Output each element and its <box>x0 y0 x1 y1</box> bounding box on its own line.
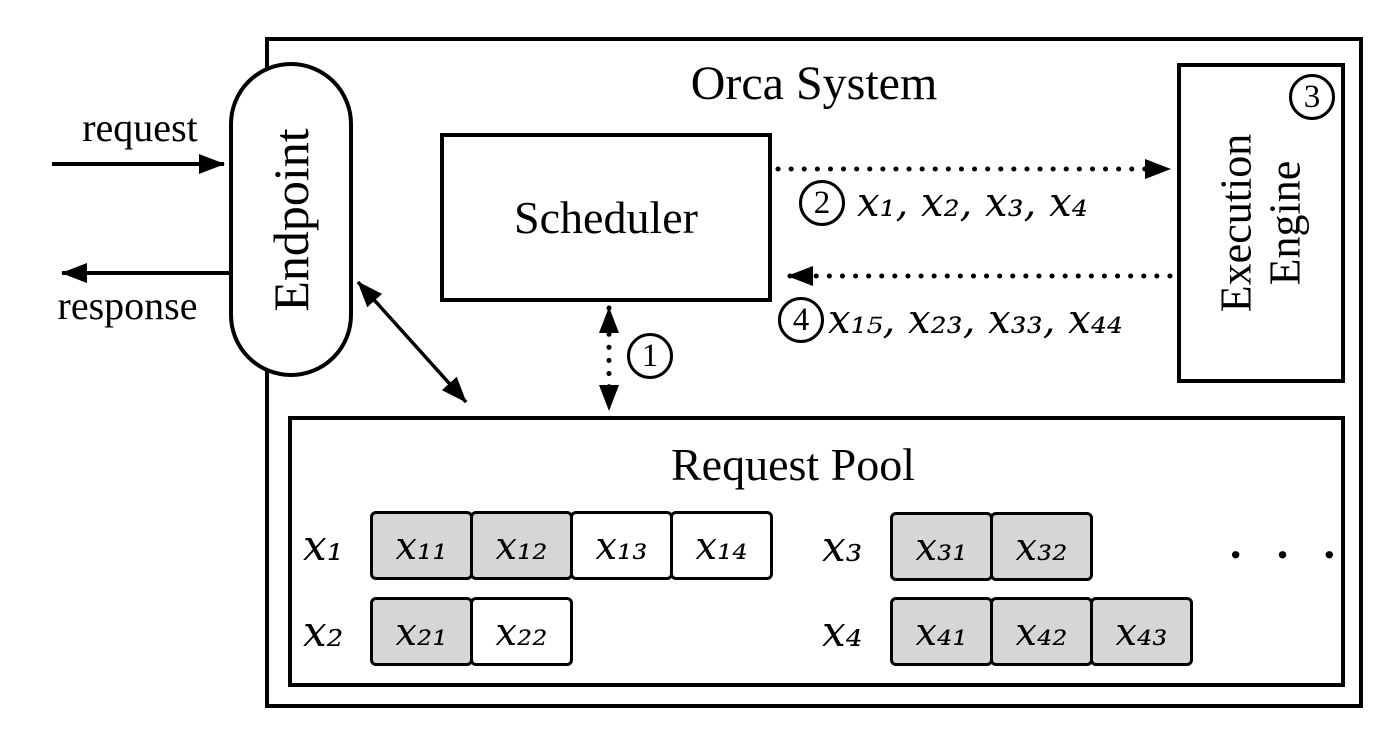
step-4-badge: 4 <box>778 297 824 343</box>
execution-engine-line2: Engine <box>1261 160 1310 286</box>
token-cell-x31: x₃₁ <box>890 512 993 581</box>
token-cell-x32: x₃₂ <box>990 512 1093 581</box>
row-label-x2: x₂ <box>303 607 344 656</box>
endpoint-label: Endpoint <box>263 127 319 312</box>
flow-step4-label: 4 x₁₅, x₂₃, x₃₃, x₄₄ <box>778 297 1123 343</box>
step-2-badge: 2 <box>799 180 845 226</box>
scheduler-node: Scheduler <box>440 133 772 302</box>
token-cell-x22: x₂₂ <box>470 597 573 666</box>
token-cell-x14: x₁₄ <box>670 511 773 580</box>
pool-row-x3: x₃ x₃₁ x₃₂ <box>822 512 1093 581</box>
step-4-number: 4 <box>792 301 810 338</box>
step-1-number: 1 <box>641 337 659 374</box>
step-3-badge: 3 <box>1289 74 1335 120</box>
step-3-number: 3 <box>1303 78 1321 115</box>
execution-engine-line1: Execution <box>1211 133 1261 313</box>
request-label: request <box>82 105 198 150</box>
diagram-title: Orca System <box>690 57 938 110</box>
pool-row-x2: x₂ x₂₁ x₂₂ <box>303 597 573 666</box>
pool-ellipsis: · · · <box>1228 529 1348 580</box>
step-2-number: 2 <box>813 184 831 221</box>
pool-row-x4: x₄ x₄₁ x₄₂ x₄₃ <box>822 597 1193 666</box>
request-pool-title: Request Pool <box>670 439 916 490</box>
token-cell-x11: x₁₁ <box>370 511 473 580</box>
response-label: response <box>57 283 198 328</box>
token-cell-x12: x₁₂ <box>470 511 573 580</box>
token-cell-x41: x₄₁ <box>890 597 993 666</box>
token-cell-x13: x₁₃ <box>570 511 673 580</box>
flow-step2-label: 2 x₁, x₂, x₃, x₄ <box>799 180 1088 226</box>
execution-engine-label: Execution Engine <box>1212 134 1311 312</box>
row-label-x3: x₃ <box>822 522 863 571</box>
endpoint-node: Endpoint <box>229 62 353 377</box>
token-cell-x21: x₂₁ <box>370 597 473 666</box>
token-cell-x43: x₄₃ <box>1090 597 1193 666</box>
row-label-x4: x₄ <box>822 607 863 656</box>
token-cell-x42: x₄₂ <box>990 597 1093 666</box>
step-1-badge: 1 <box>627 333 673 379</box>
scheduler-label: Scheduler <box>514 192 698 243</box>
row-label-x1: x₁ <box>303 521 344 570</box>
step-4-tokens: x₁₅, x₂₃, x₃₃, x₄₄ <box>828 297 1123 343</box>
step-2-tokens: x₁, x₂, x₃, x₄ <box>857 180 1088 226</box>
pool-row-x1: x₁ x₁₁ x₁₂ x₁₃ x₁₄ <box>303 511 773 580</box>
